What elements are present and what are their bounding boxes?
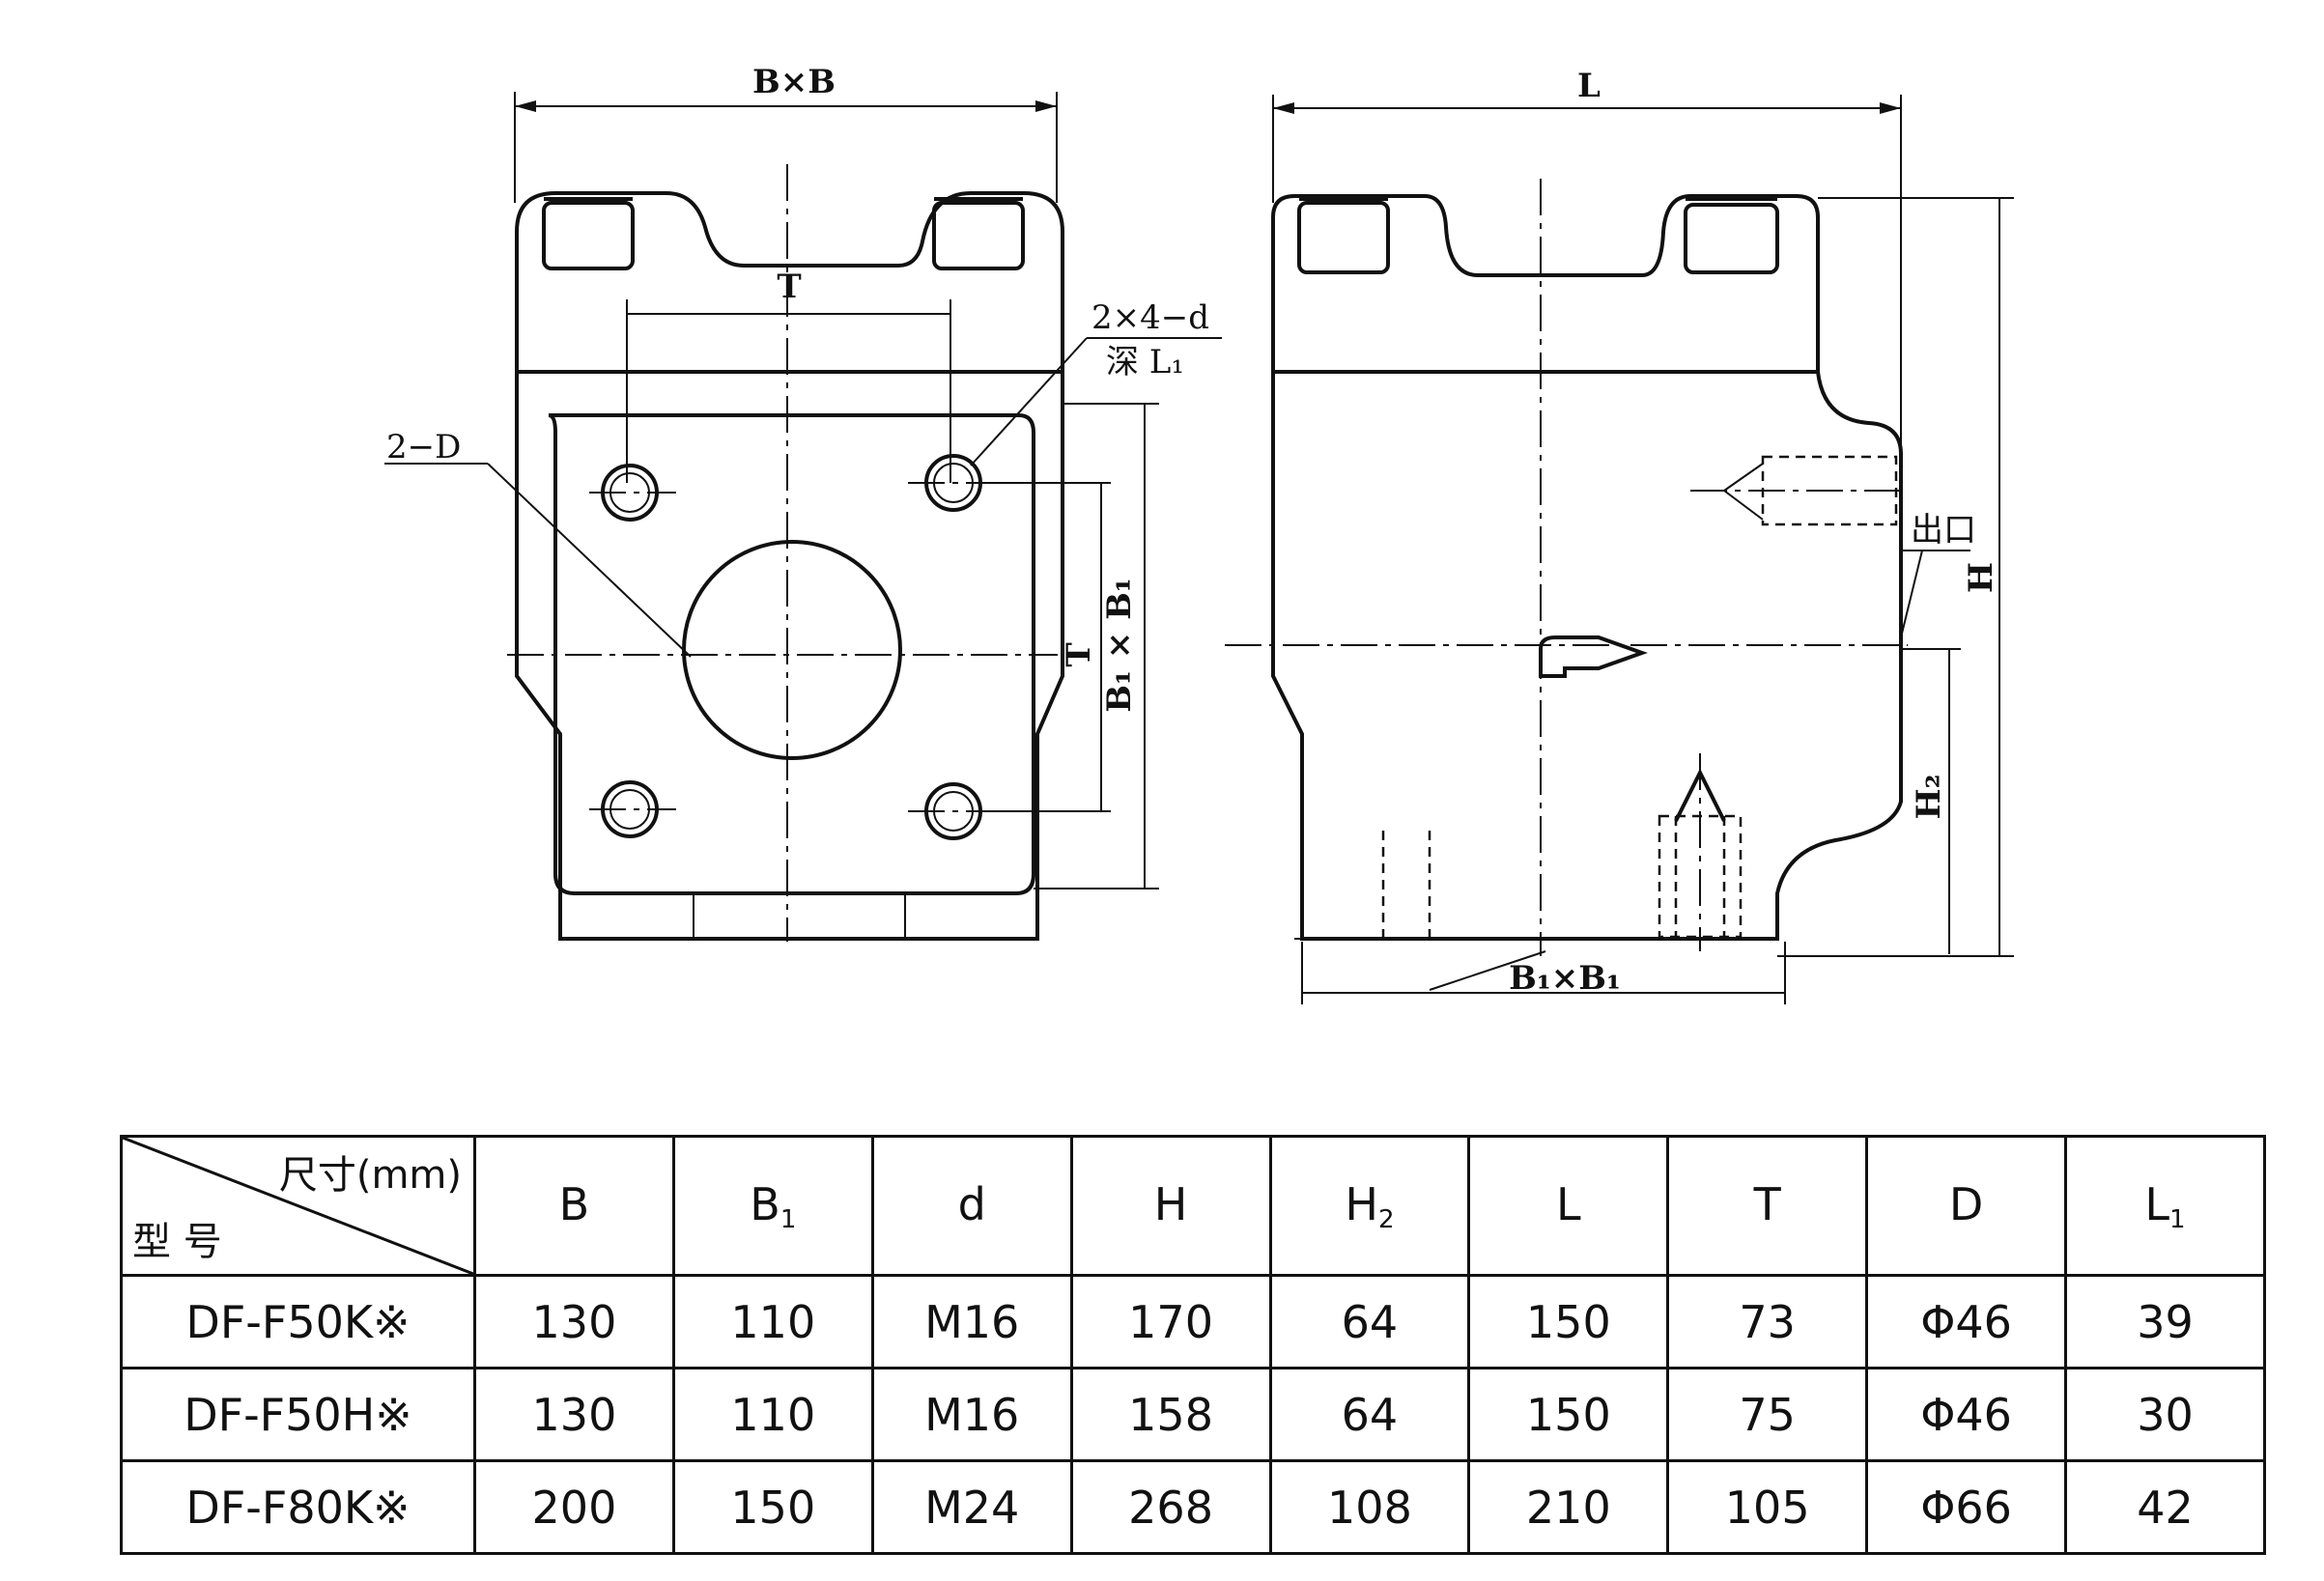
value-cell: 130 [473,1367,675,1462]
value-cell: Φ46 [1865,1274,2067,1369]
model-cell: DF-F50K※ [120,1274,476,1369]
dim-label-t: T [777,268,801,306]
value-cell: M16 [870,1274,1073,1369]
outlet-label: 出口 [1911,511,1976,550]
dim-label-h: H [1962,562,2000,593]
value-cell: 150 [1467,1274,1670,1369]
value-cell: 73 [1666,1274,1869,1369]
callout-holes-line1: 2×4−d [1091,298,1209,337]
value-cell: 64 [1268,1367,1471,1462]
corner-label-dimensions: 尺寸(mm) [278,1153,462,1198]
column-header: L [1467,1135,1670,1277]
callout-port: 2−D [386,428,461,466]
column-header: B1 [671,1135,874,1277]
dim-label-b1xb1: B₁ × B₁ [1100,578,1139,712]
value-cell: 110 [671,1367,874,1462]
column-header: D [1865,1135,2067,1277]
model-cell: DF-F80K※ [120,1459,476,1555]
table-row: DF-F50H※ 130 110 M16 158 64 150 75 Φ46 3… [120,1367,2266,1462]
value-cell: M24 [870,1459,1073,1555]
column-header: B [473,1135,675,1277]
dim-label-bxb: B×B [752,63,836,101]
model-cell: DF-F50H※ [120,1367,476,1462]
front-view: B×B T [384,63,1222,942]
value-cell: 200 [473,1459,675,1555]
value-cell: 64 [1268,1274,1471,1369]
value-cell: 158 [1069,1367,1272,1462]
column-header: d [870,1135,1073,1277]
column-header: H [1069,1135,1272,1277]
callout-holes-line2: 深 L₁ [1106,343,1184,381]
value-cell: 130 [473,1274,675,1369]
column-header: H2 [1268,1135,1471,1277]
value-cell: M16 [870,1367,1073,1462]
technical-drawing: B×B T [384,63,2014,1004]
value-cell: Φ66 [1865,1459,2067,1555]
value-cell: 75 [1666,1367,1869,1462]
column-header: T [1666,1135,1869,1277]
value-cell: 268 [1069,1459,1272,1555]
table-header-row: 尺寸(mm) 型 号 B B1 d H H2 L T D L1 [120,1135,2266,1277]
value-cell: 150 [671,1459,874,1555]
dimension-table: 尺寸(mm) 型 号 B B1 d H H2 L T D L1 DF-F50K※… [120,1135,2266,1555]
value-cell: 39 [2064,1274,2266,1369]
side-view: L 出口 H [1225,67,2014,1004]
value-cell: 105 [1666,1459,1869,1555]
value-cell: 210 [1467,1459,1670,1555]
value-cell: 42 [2064,1459,2266,1555]
dim-label-h2: H₂ [1910,774,1948,819]
value-cell: 150 [1467,1367,1670,1462]
value-cell: 30 [2064,1367,2266,1462]
value-cell: 110 [671,1274,874,1369]
table-row: DF-F80K※ 200 150 M24 268 108 210 105 Φ66… [120,1459,2266,1555]
value-cell: 170 [1069,1274,1272,1369]
column-header: L1 [2064,1135,2266,1277]
table-row: DF-F50K※ 130 110 M16 170 64 150 73 Φ46 3… [120,1274,2266,1369]
value-cell: Φ46 [1865,1367,2067,1462]
corner-label-model: 型 号 [132,1220,222,1264]
dim-label-l: L [1577,67,1601,105]
dim-label-t-vertical: T [1060,642,1098,666]
table-corner-cell: 尺寸(mm) 型 号 [120,1135,476,1277]
value-cell: 108 [1268,1459,1471,1555]
dim-label-b1xb1-bottom: B₁×B₁ [1509,959,1621,998]
